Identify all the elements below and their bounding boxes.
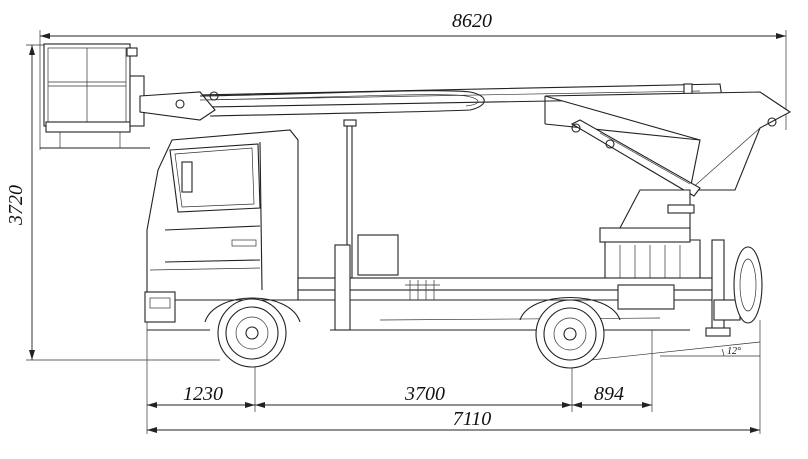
telescopic-boom bbox=[139, 83, 792, 280]
rack bbox=[405, 280, 440, 300]
dim-frame-length: 7110 bbox=[453, 408, 492, 430]
chassis bbox=[204, 234, 763, 337]
front-wheel bbox=[217, 298, 287, 368]
dim-front-overhang: 1230 bbox=[183, 383, 223, 405]
work-basket bbox=[40, 43, 150, 149]
dim-departure-angle: 12° bbox=[727, 346, 741, 357]
rear-wheel bbox=[535, 299, 605, 369]
dim-rear-overhang: 894 bbox=[594, 383, 624, 405]
turret bbox=[599, 189, 701, 286]
dim-wheelbase: 3700 bbox=[404, 383, 445, 405]
truck-cab bbox=[144, 129, 299, 331]
dim-overall-height: 3720 bbox=[5, 185, 27, 226]
dim-overall-length: 8620 bbox=[452, 10, 492, 32]
